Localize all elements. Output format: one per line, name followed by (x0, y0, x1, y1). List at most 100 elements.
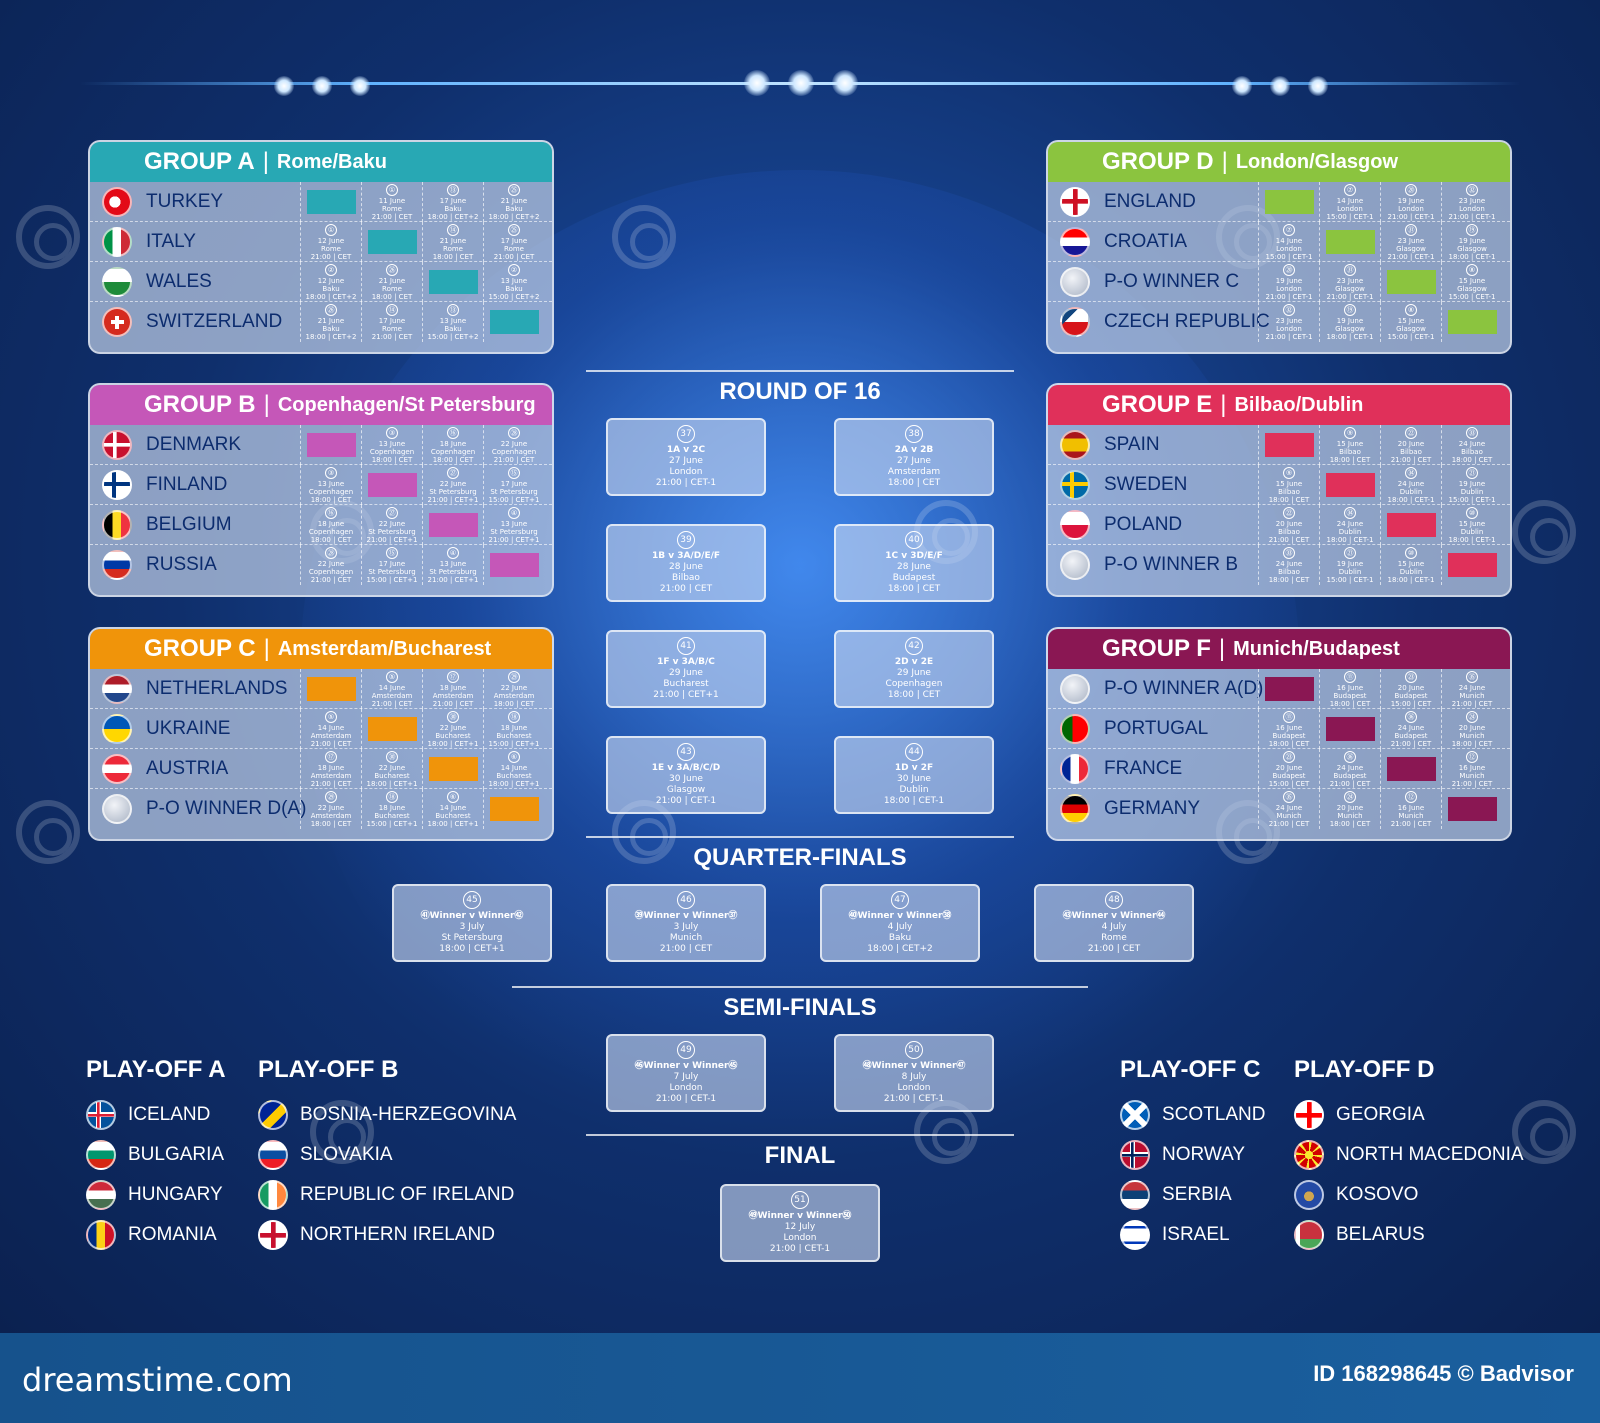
match-number: ㉛ (1405, 223, 1417, 236)
footer-logo[interactable]: dreamstime.com (22, 1361, 293, 1399)
match-detail: 21:00 | CET (493, 455, 535, 464)
match-detail: 13 June (378, 439, 406, 448)
team-name: BOSNIA-HERZEGOVINA (300, 1104, 517, 1125)
flag-icon (86, 1100, 116, 1130)
match-number: ⑩ (1466, 506, 1478, 519)
team-name: FINLAND (146, 473, 228, 495)
match-detail: Rome (504, 244, 524, 253)
match-number: ⑮ (508, 466, 520, 479)
playoff-team: NORWAY (1120, 1138, 1245, 1172)
match-detail: London (669, 467, 703, 477)
final-title: FINAL (764, 1142, 836, 1169)
match-number: ⑥ (508, 750, 520, 763)
flag-icon (86, 1180, 116, 1210)
match-detail: 1E v 3A/B/C/D (651, 763, 721, 773)
flag-icon (1060, 226, 1090, 257)
match-detail: Dublin (1338, 567, 1362, 576)
match-number: ⑪ (1283, 710, 1295, 723)
match-detail: 15:00 | CET+2 (427, 332, 479, 341)
team-name: ROMANIA (128, 1224, 217, 1245)
match-detail: 14 June (317, 723, 345, 732)
match-detail: 13 June (439, 316, 467, 325)
match-detail: 18:00 | CET (1268, 495, 1310, 504)
match-detail: 22 June (378, 519, 406, 528)
flag-icon (1120, 1100, 1150, 1130)
match-number: 38 (905, 425, 923, 443)
match-detail: Bucharest (496, 771, 532, 780)
playoff-team: BOSNIA-HERZEGOVINA (258, 1098, 516, 1132)
match-detail: Amsterdam (310, 771, 352, 780)
match-detail: 18:00 | CET+2 (427, 212, 479, 221)
match-detail: 22 June (500, 683, 528, 692)
match-detail: 22 June (439, 723, 467, 732)
match-detail: 30 June (669, 774, 703, 784)
match-number: ⑯ (447, 426, 459, 439)
team-name: ENGLAND (1104, 190, 1196, 212)
match-detail: 24 June (1397, 723, 1425, 732)
match-detail: Budapest (1272, 771, 1306, 780)
match-detail: 13 June (439, 559, 467, 568)
self-cell (422, 262, 483, 302)
self-cell (361, 465, 422, 505)
color-swatch (1447, 797, 1497, 821)
match-number: ㉛ (1344, 263, 1356, 276)
match-number: ㉜ (1283, 303, 1295, 316)
flag-icon (1120, 1140, 1150, 1170)
color-swatch (489, 553, 539, 577)
match-detail: 21:00 | CET (310, 252, 352, 261)
team-name: RUSSIA (146, 554, 217, 575)
match-number: ⑨ (1344, 426, 1356, 439)
match-detail: 15 June (1458, 276, 1486, 285)
match-detail: Budapest (1394, 731, 1428, 740)
match-detail: Glasgow (1396, 324, 1426, 333)
match-detail: St Petersburg (429, 567, 477, 576)
playoff-team: BULGARIA (86, 1138, 224, 1172)
watermark-spiral-icon (612, 205, 676, 269)
match-detail: Copenhagen (885, 679, 943, 689)
round-of-16-title: ROUND OF 16 (719, 378, 881, 405)
match-detail: Bilbao (1278, 567, 1300, 576)
match-detail: 27 June (669, 456, 703, 466)
group-title: GROUP D (1102, 148, 1214, 175)
team-name: KOSOVO (1336, 1184, 1419, 1205)
flag-icon (1294, 1140, 1324, 1170)
match-detail: 18:00 | CET-1 (1326, 332, 1374, 341)
stadium-light (1308, 76, 1328, 96)
match-number: ㊱ (1405, 710, 1417, 723)
team-name: SPAIN (1104, 433, 1160, 455)
match-number: ⑰ (325, 750, 337, 763)
match-detail: Amsterdam (493, 691, 535, 700)
match-number: 47 (891, 891, 909, 909)
match-detail: London (1459, 204, 1485, 213)
stadium-light (788, 70, 814, 96)
color-swatch (1264, 190, 1314, 214)
match-detail: 14 June (1336, 196, 1364, 205)
match-detail: 21:00 | CET-1 (1387, 252, 1435, 261)
match-detail: Amsterdam (887, 467, 941, 477)
match-detail: 18 June (378, 803, 406, 812)
stadium-light (350, 76, 370, 96)
playoff-team: NORTH MACEDONIA (1294, 1138, 1524, 1172)
playoff-team: SERBIA (1120, 1178, 1232, 1212)
divider (512, 986, 1088, 988)
match-detail: 17 June (439, 196, 467, 205)
match-number: ㉕ (508, 223, 520, 236)
flag-icon (102, 429, 132, 460)
match-detail: 11 June (378, 196, 406, 205)
